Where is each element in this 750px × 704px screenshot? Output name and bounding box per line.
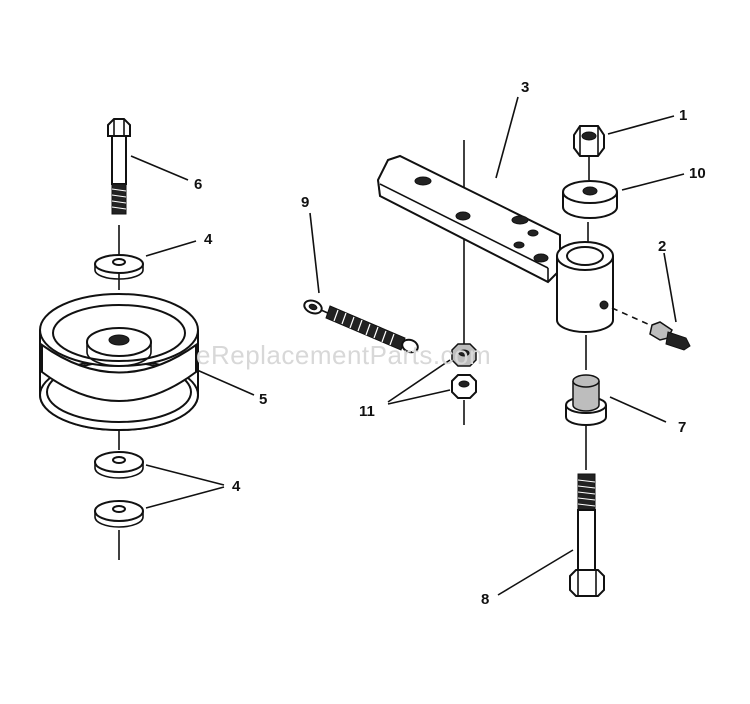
bushing-7 xyxy=(565,374,607,426)
leader-4-top xyxy=(145,240,197,257)
leader-7 xyxy=(609,396,667,423)
washer-4-middle xyxy=(94,451,144,479)
washer-4-top xyxy=(94,254,144,280)
bolt-6 xyxy=(107,118,131,215)
callout-9: 9 xyxy=(301,194,309,211)
leader-11b xyxy=(387,389,451,405)
leader-5 xyxy=(196,369,255,396)
pulley-5 xyxy=(39,293,199,431)
callout-1: 1 xyxy=(679,107,687,124)
callout-3: 3 xyxy=(521,79,529,96)
watermark: eReplacementParts.com xyxy=(196,340,491,370)
leader-3 xyxy=(495,96,519,179)
callout-6: 6 xyxy=(194,176,202,193)
callout-8: 8 xyxy=(481,591,489,608)
spring-9 xyxy=(303,299,419,354)
leader-9 xyxy=(309,212,320,294)
nut-11-lower xyxy=(451,374,477,399)
leader-6 xyxy=(130,155,189,181)
washer-4-bottom xyxy=(94,500,144,528)
callout-4-bottom: 4 xyxy=(232,478,241,495)
washer-10 xyxy=(562,180,618,219)
leader-10 xyxy=(621,173,685,191)
grease-fitting-2 xyxy=(611,307,691,351)
leader-4-bot xyxy=(145,486,225,509)
leader-8 xyxy=(497,549,574,596)
leader-2 xyxy=(663,252,677,323)
leader-11a xyxy=(387,359,451,403)
callout-10: 10 xyxy=(689,165,706,182)
callout-11: 11 xyxy=(359,403,375,420)
bracket-3 xyxy=(376,154,614,333)
nut-1 xyxy=(573,125,605,157)
leader-4-mid xyxy=(145,464,225,486)
nut-11-upper xyxy=(451,343,477,367)
callout-2: 2 xyxy=(658,238,666,255)
bolt-8 xyxy=(569,473,605,597)
callout-7: 7 xyxy=(678,419,686,436)
callout-5: 5 xyxy=(259,391,267,408)
leader-1 xyxy=(607,115,675,135)
callout-4-top: 4 xyxy=(204,231,213,248)
